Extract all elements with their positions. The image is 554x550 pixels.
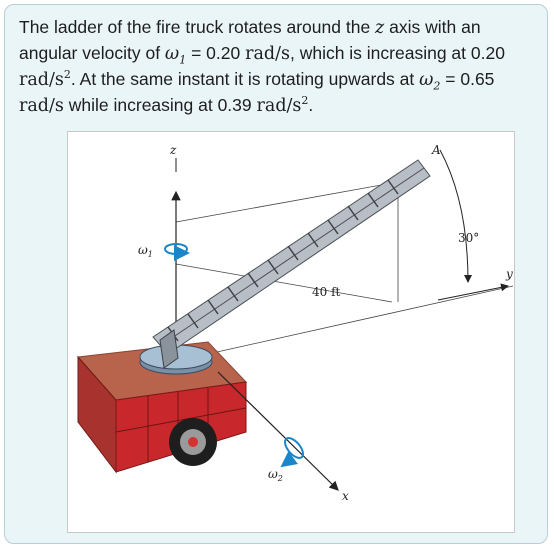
- text-segment: .: [308, 95, 314, 115]
- y-axis-label: y: [505, 267, 513, 281]
- unit: rad/s2: [19, 68, 71, 90]
- problem-statement: The ladder of the fire truck rotates aro…: [19, 15, 535, 119]
- ladder: [152, 159, 431, 369]
- turntable: [139, 344, 213, 375]
- fire-truck-diagram: z y ω1 30°: [76, 143, 514, 503]
- point-a-label: A: [431, 143, 441, 157]
- text-segment: axis with an angular velocity of: [19, 17, 481, 63]
- x-axis-label: x: [342, 489, 349, 503]
- unit: rad/s: [245, 44, 290, 64]
- angle-label: 30°: [458, 231, 479, 245]
- omega1-label: ω1: [138, 243, 153, 259]
- omega2-label: ω2: [268, 467, 283, 483]
- x-axis: [217, 371, 339, 491]
- omega1-value: = 0.20: [186, 43, 246, 63]
- fire-truck-figure: z y ω1 30°: [67, 131, 515, 533]
- omega2-rotation-arrow: [280, 437, 304, 468]
- omega1-symbol: ω1: [164, 44, 187, 67]
- text-segment: The ladder of the fire truck rotates aro…: [19, 17, 376, 37]
- y-axis: [437, 283, 509, 301]
- wheel: [169, 418, 217, 466]
- z-axis-label: z: [169, 143, 177, 157]
- omega2-value: = 0.65: [440, 69, 495, 89]
- text-segment: , which is increasing at 0.20: [289, 43, 505, 63]
- omega2-symbol: ω2: [419, 70, 441, 93]
- angle-arc: [439, 149, 472, 283]
- text-segment: . At the same instant it is rotating upw…: [70, 69, 420, 89]
- unit: rad/s: [19, 96, 64, 116]
- unit: rad/s2: [256, 94, 309, 116]
- length-label: 40 ft: [312, 285, 341, 299]
- construction-lines: [175, 181, 514, 355]
- omega1-rotation-arrow: [164, 243, 190, 261]
- problem-card: The ladder of the fire truck rotates aro…: [4, 4, 548, 544]
- z-variable: z: [375, 18, 385, 38]
- text-segment: while increasing at 0.39: [63, 95, 257, 115]
